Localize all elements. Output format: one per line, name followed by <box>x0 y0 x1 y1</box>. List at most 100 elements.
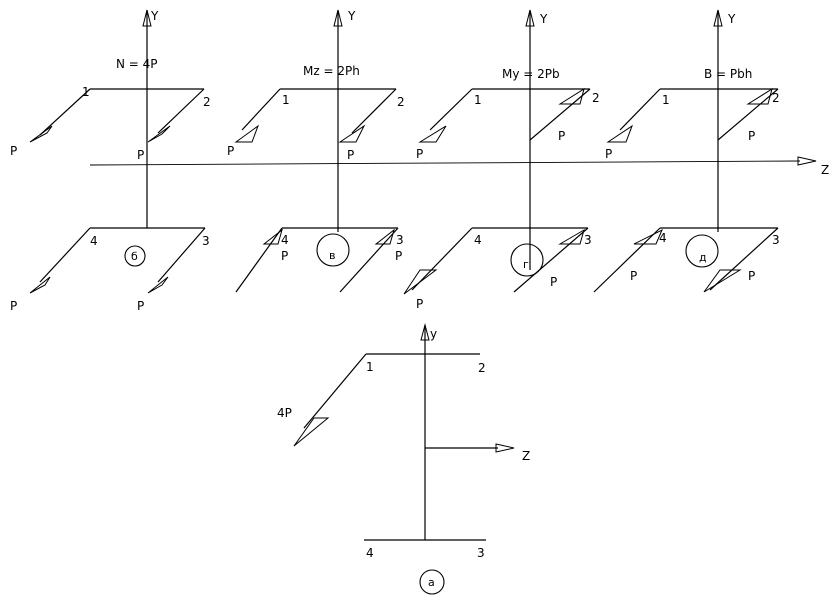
z-axis-arrowhead <box>797 156 817 166</box>
corner-1: 1 <box>474 93 482 107</box>
caption-circle <box>685 234 719 268</box>
formula-label: N = 4P <box>116 57 158 71</box>
corner-3: 3 <box>477 546 485 560</box>
top-flange-left-edge <box>241 88 281 131</box>
force-arrow <box>338 124 366 143</box>
y-axis-label: Y <box>539 12 548 26</box>
force-label: P <box>550 275 557 289</box>
z-axis-label: Z <box>522 449 530 463</box>
force-label: P <box>748 269 755 283</box>
corner-1: 1 <box>662 93 670 107</box>
top-flange-left-edge <box>39 88 91 136</box>
frame-a: y 1 2 4P Z 4 3 а <box>277 323 530 595</box>
force-arrow <box>606 124 634 143</box>
force-label: P <box>281 249 288 263</box>
top-flange-right-edge <box>351 88 397 134</box>
z-axis-arrowhead <box>495 443 515 453</box>
corner-1: 1 <box>82 85 90 99</box>
corner-2: 2 <box>772 91 780 105</box>
bottom-flange-left-edge <box>593 227 661 293</box>
force-arrow <box>147 125 171 143</box>
force-arrow <box>703 269 742 293</box>
force-label: P <box>416 297 423 311</box>
corner-3: 3 <box>396 233 404 247</box>
caption-label: б <box>131 250 138 263</box>
force-arrow <box>29 125 53 143</box>
caption-label: г <box>523 258 529 271</box>
y-axis-label: Y <box>727 12 736 26</box>
force-arrow <box>403 269 438 295</box>
top-flange-right-edge <box>529 88 591 141</box>
bottom-flange-right-edge <box>157 227 206 283</box>
corner-4: 4 <box>90 234 98 248</box>
frame-d: Y B = Pbh 1 2 P P 4 3 P P д <box>593 9 780 293</box>
y-axis-arrowhead <box>713 9 723 27</box>
force-arrow <box>147 276 169 294</box>
corner-2: 2 <box>478 361 486 375</box>
force-arrow <box>374 228 395 245</box>
corner-4: 4 <box>366 546 374 560</box>
y-axis-arrowhead <box>525 9 535 27</box>
corner-1: 1 <box>366 360 374 374</box>
formula-label: B = Pbh <box>704 67 752 81</box>
formula-label: My = 2Pb <box>502 67 560 81</box>
corner-3: 3 <box>202 234 210 248</box>
force-label: 4P <box>277 406 292 420</box>
y-axis-arrowhead <box>142 9 152 27</box>
bottom-flange-right-edge <box>513 227 589 293</box>
bottom-flange-right-edge <box>709 227 779 291</box>
force-arrow <box>234 124 260 143</box>
force-label: P <box>347 148 354 162</box>
corner-2: 2 <box>397 95 405 109</box>
top-flange-left-edge <box>619 88 661 131</box>
top-flange-left-edge <box>303 353 367 429</box>
corner-4: 4 <box>281 233 289 247</box>
corner-3: 3 <box>772 233 780 247</box>
corner-4: 4 <box>474 233 482 247</box>
force-arrow <box>262 228 283 245</box>
z-axis-label: Z <box>821 163 829 177</box>
force-label: P <box>137 148 144 162</box>
y-axis-arrowhead <box>333 9 343 27</box>
caption-circle <box>124 245 146 267</box>
force-arrow <box>746 87 773 105</box>
frame-g: Y My = 2Pb 1 2 P P 4 3 P P г <box>403 9 600 311</box>
force-label: P <box>416 147 423 161</box>
force-arrow <box>633 228 663 245</box>
force-label: P <box>748 129 755 143</box>
top-flange-left-edge <box>429 88 473 131</box>
corner-1: 1 <box>282 93 290 107</box>
y-axis-label: Y <box>347 9 356 23</box>
y-axis-label: y <box>430 327 437 341</box>
bottom-flange-left-edge <box>235 227 283 293</box>
force-label: P <box>558 129 565 143</box>
force-arrow <box>418 125 447 143</box>
top-flange-right-edge <box>717 88 779 141</box>
force-label: P <box>395 249 402 263</box>
bottom-flange-left-edge <box>411 227 473 291</box>
y-axis-label: Y <box>150 9 159 23</box>
force-arrow <box>293 417 330 447</box>
frame-v: Y Mz = 2Ph 1 2 P P 4 3 P P в <box>227 9 405 293</box>
force-label: P <box>630 269 637 283</box>
caption-circle <box>510 243 544 277</box>
caption-label: в <box>329 249 335 262</box>
force-label: P <box>10 299 17 313</box>
force-label: P <box>137 299 144 313</box>
force-label: P <box>227 144 234 158</box>
y-axis-arrowhead <box>420 323 430 341</box>
caption-label: а <box>428 576 435 589</box>
force-label: P <box>10 144 17 158</box>
top-flange-right-edge <box>157 88 205 134</box>
bottom-flange-left-edge <box>39 227 91 283</box>
caption-circle <box>419 569 445 595</box>
formula-label: Mz = 2Ph <box>303 64 360 78</box>
z-axis-line <box>89 160 801 166</box>
caption-circle <box>316 233 350 267</box>
bottom-flange-right-edge <box>339 227 399 293</box>
caption-label: д <box>699 251 707 264</box>
force-label: P <box>605 147 612 161</box>
corner-4: 4 <box>659 231 667 245</box>
